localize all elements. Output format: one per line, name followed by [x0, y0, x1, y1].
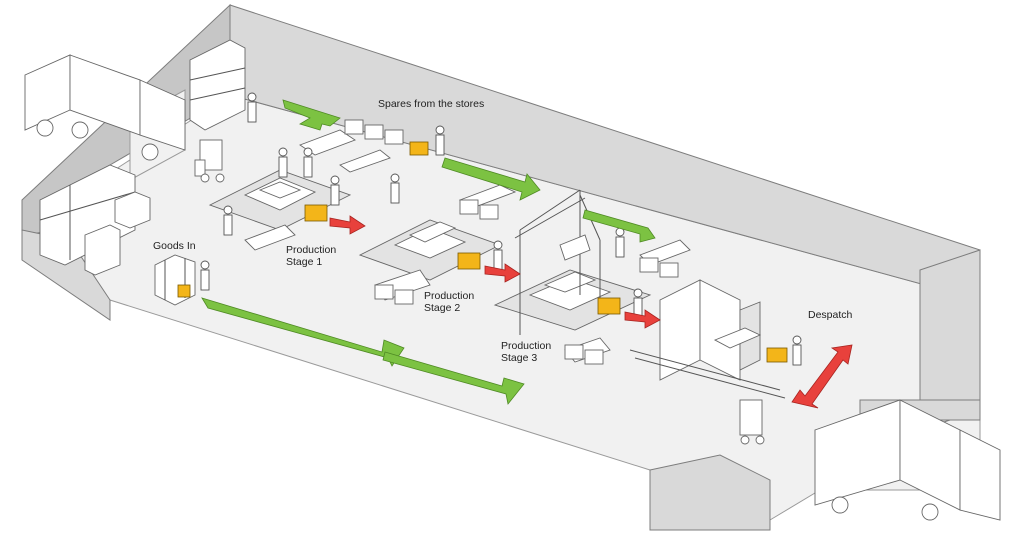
lorry-icon — [24, 54, 186, 161]
trolley-icon — [344, 119, 679, 365]
stage-3-label-line2: Stage 3 — [501, 352, 538, 364]
despatch-booth — [629, 279, 786, 399]
stage-2-label-line2: Stage 2 — [424, 302, 461, 314]
worker-icon — [200, 92, 802, 366]
crane-icon — [514, 189, 601, 335]
forklift-icon — [739, 399, 765, 445]
stock-boxes — [39, 39, 246, 276]
stage-1-label: Production Stage 1 — [286, 244, 336, 268]
flow-arrow — [201, 99, 656, 405]
stage-3-label-line1: Production — [501, 340, 552, 352]
goods-in-label: Goods In — [153, 240, 196, 252]
stage-1-workstation — [208, 129, 391, 251]
stage-1-label-line2: Stage 1 — [286, 256, 323, 268]
spares-label: Spares from the stores — [378, 98, 485, 110]
forklift-icon — [194, 139, 225, 183]
stage-3-label: Production Stage 3 — [501, 340, 551, 364]
stage-2-label-line1: Production — [424, 290, 475, 302]
stage-2-label: Production Stage 2 — [424, 290, 474, 314]
despatch-label: Despatch — [808, 309, 853, 321]
stage-1-label-line1: Production — [286, 244, 337, 256]
lorry-icon — [814, 399, 1001, 521]
goods-in-cage — [154, 254, 196, 306]
output-arrow — [329, 215, 853, 409]
pallet-truck-icon — [177, 141, 788, 363]
front-right-wall — [649, 454, 771, 531]
